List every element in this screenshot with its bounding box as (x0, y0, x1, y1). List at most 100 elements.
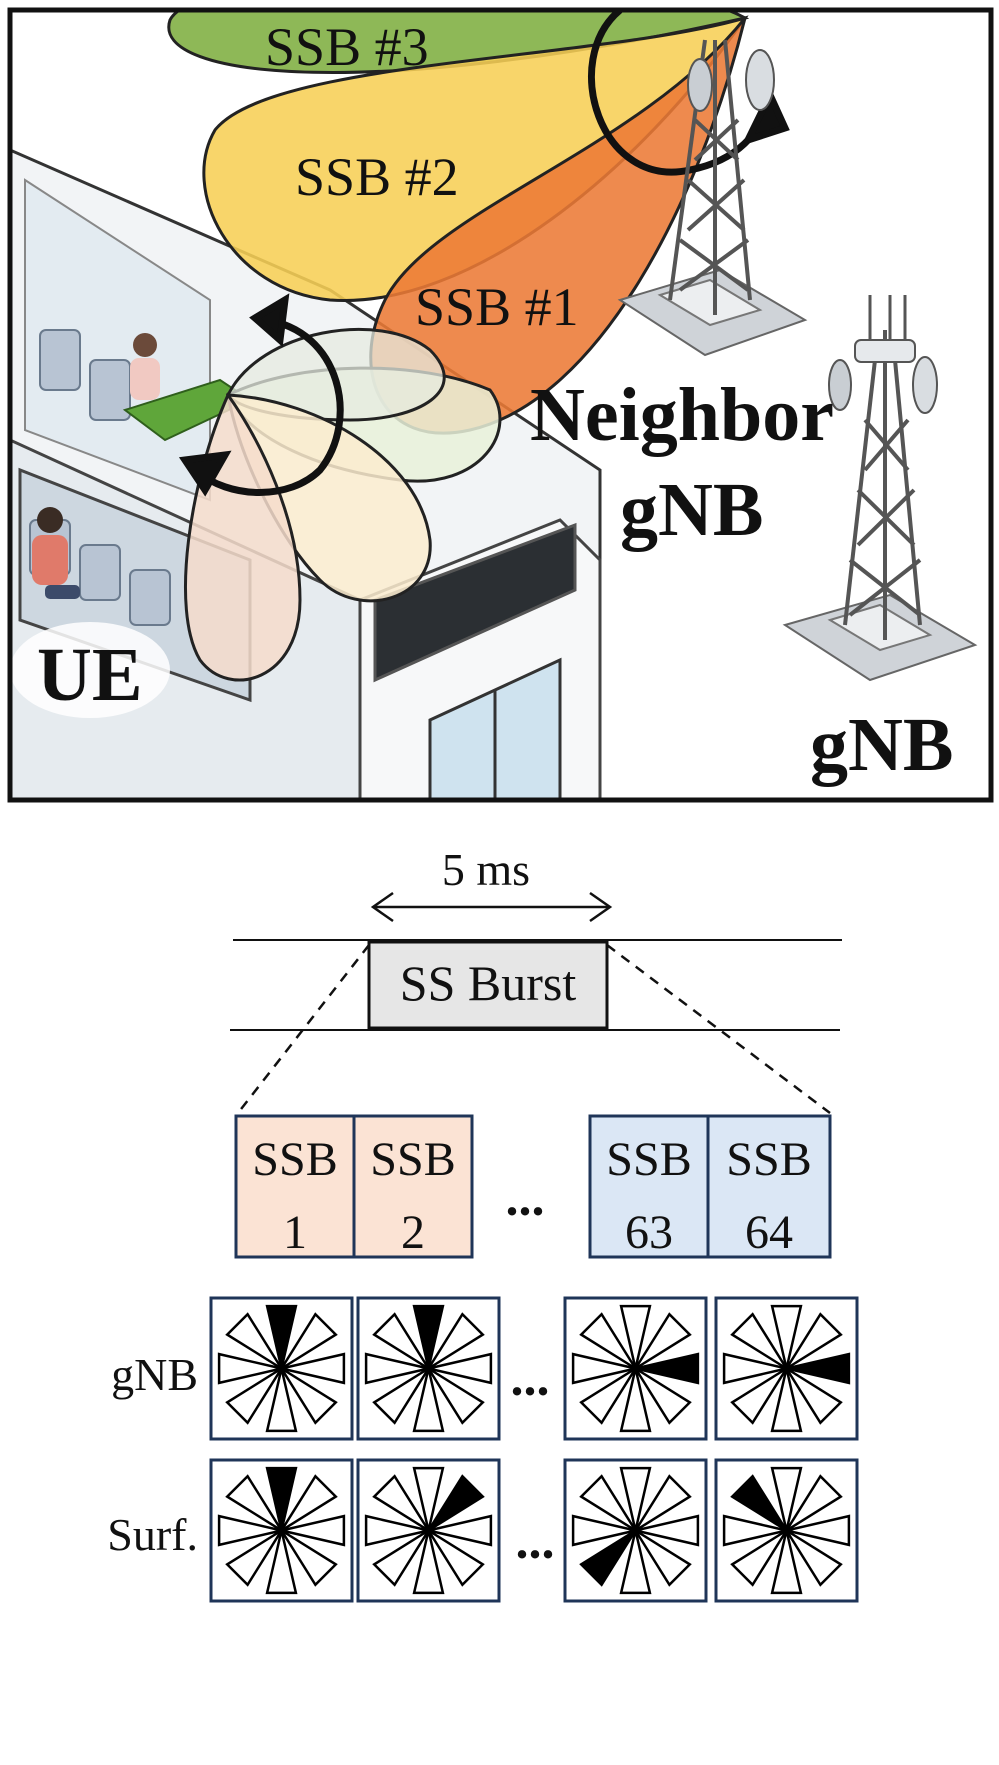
beam-sector (265, 1304, 298, 1369)
beam-sector (265, 1466, 298, 1531)
beam-sector (372, 1367, 430, 1425)
duration-label: 5 ms (442, 844, 530, 895)
beam-sector (427, 1474, 485, 1532)
beam-sector (280, 1529, 338, 1587)
beam-sector (619, 1466, 652, 1531)
beam-sector (225, 1529, 283, 1587)
beam-pattern-icon (356, 1296, 501, 1441)
ssb-block-64: SSB 64 (706, 1114, 832, 1259)
beam-sector (579, 1474, 637, 1532)
beam-sector (428, 1352, 493, 1385)
beam-label-ssb-3: SSB #3 (265, 17, 429, 77)
beam-sector (412, 1530, 445, 1595)
beam-sector (412, 1368, 445, 1433)
beam-pattern-grid (209, 1296, 859, 1603)
beam-sector (635, 1352, 700, 1385)
surf-row-ellipsis: ... (516, 1513, 555, 1570)
beam-sector (634, 1474, 692, 1532)
timing-diagram: 5 ms SS Burst SSB 1 SSB 2 ... SSB 63 (107, 844, 859, 1603)
beam-sector (770, 1466, 803, 1531)
beam-sector (364, 1352, 429, 1385)
duration-arrow (370, 891, 613, 923)
beam-sector (770, 1368, 803, 1433)
neighbor-gnb-label-line1: Neighbor (530, 373, 834, 457)
beam-sector (785, 1474, 843, 1532)
beam-sector (634, 1529, 692, 1587)
beam-sector (281, 1352, 346, 1385)
beam-sector (579, 1367, 637, 1425)
beam-sector (785, 1367, 843, 1425)
ssb-block-1: SSB 1 (234, 1114, 356, 1259)
beam-sector (372, 1312, 430, 1370)
ssb-block-64-line1: SSB (726, 1133, 811, 1186)
beam-sector (730, 1474, 788, 1532)
beam-sector (730, 1367, 788, 1425)
beam-sector (579, 1312, 637, 1370)
row-label-surf: Surf. (107, 1509, 198, 1560)
neighbor-gnb-label-line2: gNB (620, 468, 764, 552)
beam-sector (427, 1367, 485, 1425)
neighbor-gnb-tower (617, 39, 808, 357)
beam-sector (786, 1352, 851, 1385)
scene-illustration: SSB #3 SSB #2 SSB #1 Neighbor gNB gNB UE (7, 7, 994, 803)
beam-sector (619, 1368, 652, 1433)
beam-pattern-icon (209, 1296, 354, 1441)
beam-label-ssb-2: SSB #2 (295, 147, 459, 207)
beam-sector (579, 1529, 637, 1587)
ssb-ellipsis: ... (506, 1170, 545, 1227)
beam-pattern-icon (209, 1458, 354, 1603)
beam-sector (427, 1529, 485, 1587)
ss-burst-box (367, 940, 609, 1030)
beam-group (167, 10, 750, 435)
beam-sector (364, 1514, 429, 1547)
beam-sector (217, 1352, 282, 1385)
beam-sector (619, 1530, 652, 1595)
beam-sector (634, 1312, 692, 1370)
beam-sector (372, 1529, 430, 1587)
beam-sector (225, 1312, 283, 1370)
beam-sector (428, 1514, 493, 1547)
gnb-label: gNB (810, 703, 954, 787)
beam-sector (280, 1367, 338, 1425)
gnb-row-ellipsis: ... (511, 1350, 550, 1407)
ssb-block-2-line1: SSB (370, 1133, 455, 1186)
beam-sector (571, 1514, 636, 1547)
beam-sector (412, 1466, 445, 1531)
rotation-arrows (178, 10, 790, 497)
beam-pattern-icon (563, 1296, 708, 1441)
beam-sector (785, 1312, 843, 1370)
beam-sector (722, 1514, 787, 1547)
beam-sector (372, 1474, 430, 1532)
beam-sector (225, 1367, 283, 1425)
beam-sector (281, 1514, 346, 1547)
ssb-block-1-line2: 1 (283, 1206, 307, 1259)
ssb-block-2: SSB 2 (352, 1114, 474, 1259)
beam-sector (280, 1312, 338, 1370)
ssb-block-63-line1: SSB (606, 1133, 691, 1186)
beam-sector (634, 1367, 692, 1425)
beam-sector (730, 1529, 788, 1587)
ssb-block-2-line2: 2 (401, 1206, 425, 1259)
beam-sector (786, 1514, 851, 1547)
ssb-block-1-line1: SSB (252, 1133, 337, 1186)
beam-sector (412, 1304, 445, 1369)
beam-sector (280, 1474, 338, 1532)
beam-pattern-icon (356, 1458, 501, 1603)
beam-sector (770, 1530, 803, 1595)
beam-label-ssb-1: SSB #1 (415, 277, 579, 337)
scene-frame (7, 7, 994, 803)
beam-sector (770, 1304, 803, 1369)
beam-sector (730, 1312, 788, 1370)
ssb-block-64-line2: 64 (745, 1206, 793, 1259)
row-label-gnb: gNB (111, 1349, 198, 1400)
gnb-tower (782, 295, 978, 682)
ue-label: UE (37, 633, 143, 717)
beam-sector (225, 1474, 283, 1532)
beam-sector (722, 1352, 787, 1385)
ss-burst-label: SS Burst (400, 955, 577, 1011)
beam-sector (571, 1352, 636, 1385)
beam-pattern-icon (714, 1458, 859, 1603)
beam-sector (635, 1514, 700, 1547)
ssb-block-63-line2: 63 (625, 1206, 673, 1259)
